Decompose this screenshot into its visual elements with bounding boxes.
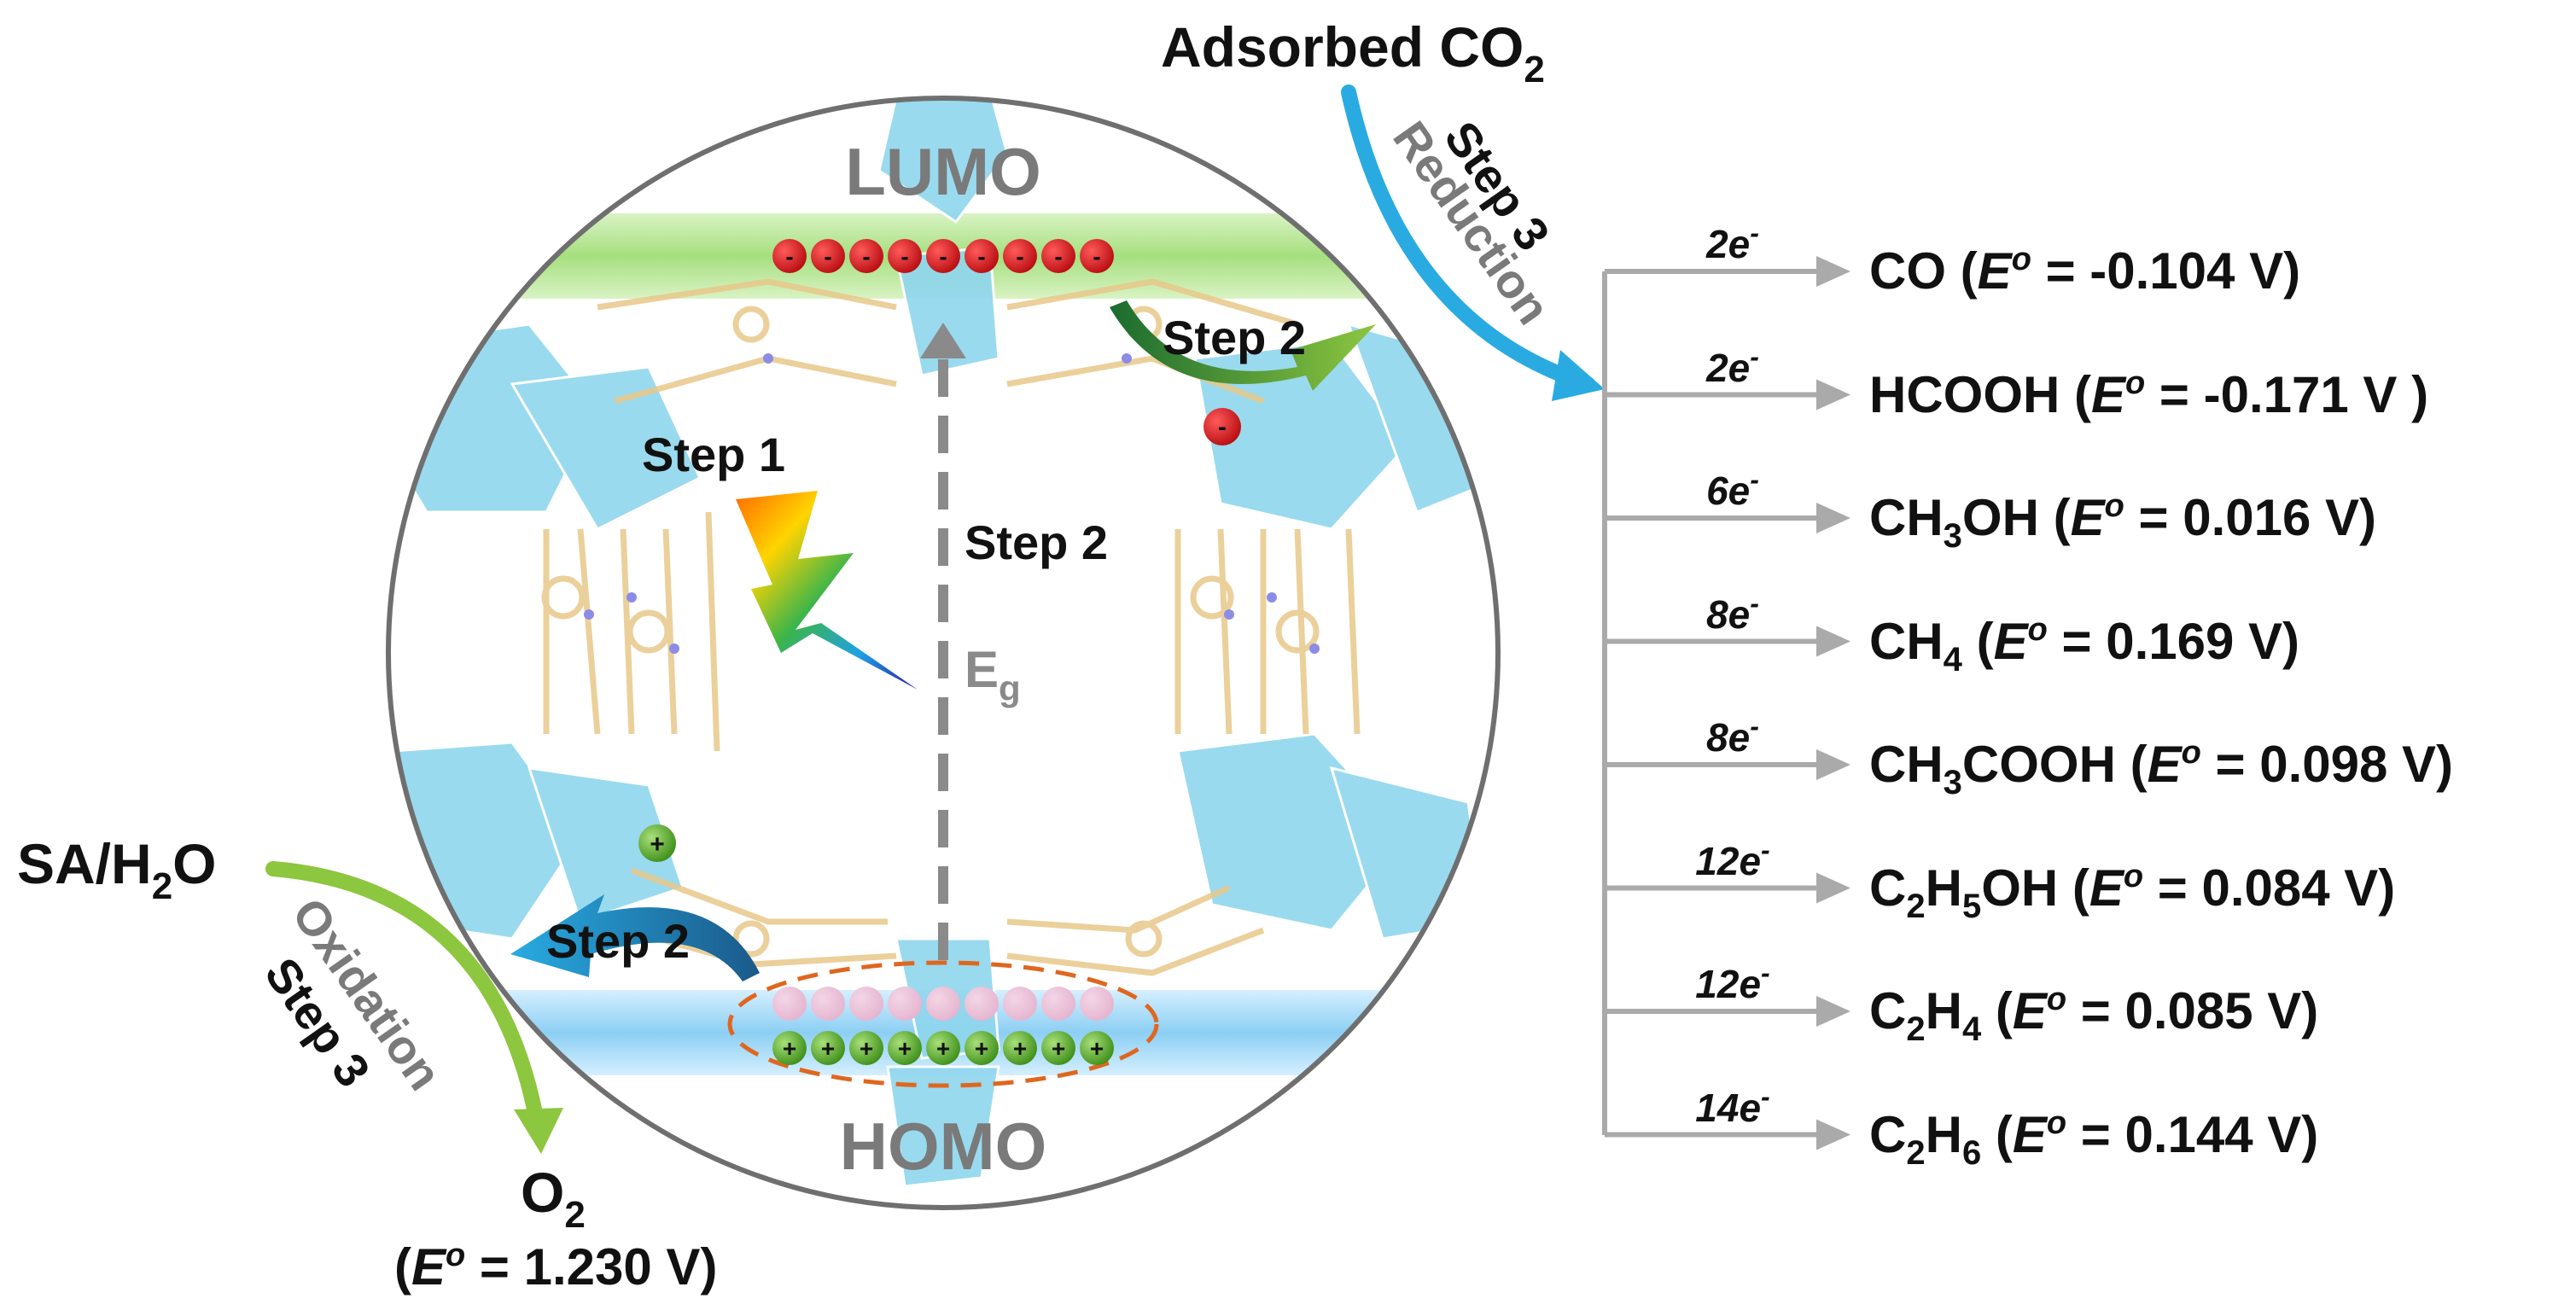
hole-migration-arrow: [510, 894, 760, 981]
particle-outline: [386, 96, 1501, 1210]
depleted-hole-icon: [1003, 987, 1037, 1021]
electron-row: ---------: [772, 239, 1114, 273]
product-label: C2H5OH (Eo = 0.084 V): [1869, 858, 2396, 925]
product-label: C2H6 (Eo = 0.144 V): [1869, 1104, 2319, 1172]
product-label: HCOOH (Eo = -0.171 V ): [1869, 364, 2429, 423]
hole-icon: [926, 1031, 960, 1065]
framework-nitrogen-atoms: [584, 353, 1320, 654]
product-label: CH3COOH (Eo = 0.098 V): [1869, 735, 2454, 801]
branch-arrowhead: [1816, 996, 1850, 1027]
adsorbed-co2-label: Adsorbed CO2: [1161, 15, 1545, 90]
hole-icon: [849, 1031, 883, 1065]
depleted-hole-icon: [849, 987, 883, 1021]
electron-icon: [1080, 239, 1114, 273]
sa-h2o-label: SA/H2O: [17, 832, 217, 907]
product-branch-lines: [1602, 256, 1850, 1150]
homo-label: HOMO: [840, 1109, 1047, 1184]
product-label: CO (Eo = -0.104 V): [1869, 242, 2301, 300]
oxidation-arrowhead: [514, 1108, 563, 1154]
hole-sign: +: [1013, 1035, 1027, 1062]
migrated-electron-icon: [1203, 408, 1241, 445]
depleted-hole-icon: [811, 987, 845, 1021]
electron-count-label: 2e-: [1706, 218, 1759, 266]
electron-icon: [811, 239, 845, 273]
lumo-label: LUMO: [845, 134, 1041, 209]
band-gap-arrowhead: [920, 323, 966, 358]
electron-icon: [1003, 239, 1037, 273]
hole-icon: [1041, 1031, 1075, 1065]
depleted-hole-icon: [888, 987, 922, 1021]
o2-product-label: O2: [521, 1161, 586, 1236]
hole-icon: [1080, 1031, 1114, 1065]
electron-count-label: 12e-: [1695, 834, 1770, 883]
electron-icon: [965, 239, 999, 273]
branch-arrowhead: [1816, 626, 1850, 657]
electron-sign: -: [862, 243, 870, 270]
migrated-hole-sign: +: [650, 830, 665, 859]
reduction-arrowhead: [1552, 350, 1605, 401]
electron-icon: [849, 239, 883, 273]
hole-icon: [811, 1031, 845, 1065]
electron-count-label: 8e-: [1706, 711, 1759, 760]
hole-icon: [965, 1031, 999, 1065]
depleted-hole-icon: [1041, 987, 1075, 1021]
hole-sign: +: [898, 1035, 912, 1062]
hole-icon: [1003, 1031, 1037, 1065]
electron-count-label: 2e-: [1706, 341, 1759, 390]
electron-sign: -: [785, 243, 793, 270]
depleted-hole-icon: [926, 987, 960, 1021]
branch-arrowhead: [1816, 749, 1850, 780]
step2-electron-label: Step 2: [1163, 311, 1306, 364]
hole-sign: +: [1052, 1035, 1065, 1062]
electron-sign: -: [1054, 243, 1062, 270]
product-label: CH4 (Eo = 0.169 V): [1869, 611, 2300, 678]
hole-sign: +: [783, 1035, 796, 1062]
electron-count-label: 14e-: [1695, 1080, 1770, 1130]
hole-sign: +: [1090, 1035, 1104, 1062]
depleted-hole-icon: [1080, 987, 1114, 1021]
hole-sign: +: [860, 1035, 873, 1062]
electron-count-label: 12e-: [1695, 958, 1770, 1006]
hole-icon: [888, 1031, 922, 1065]
product-label: C2H4 (Eo = 0.085 V): [1869, 981, 2319, 1048]
electron-sign: -: [1093, 243, 1100, 270]
o2-potential-label: (Eo = 1.230 V): [394, 1237, 718, 1296]
electron-icon: [1041, 239, 1075, 273]
electron-sign: -: [939, 243, 947, 270]
hole-sign: +: [936, 1035, 950, 1062]
hole-highlight-ellipse: [727, 960, 1159, 1088]
electron-count-label: 6e-: [1706, 464, 1759, 513]
electron-icon: [926, 239, 960, 273]
electron-icon: [888, 239, 922, 273]
hole-icon: [772, 1031, 807, 1065]
step1-label: Step 1: [642, 428, 785, 481]
step2-hole-label: Step 2: [546, 914, 690, 968]
electron-migration-arrow: [1110, 300, 1376, 391]
branch-arrowhead: [1816, 256, 1850, 287]
branch-arrowhead: [1816, 503, 1850, 533]
branch-arrowhead: [1816, 379, 1850, 411]
migrated-hole-icon: [638, 824, 676, 862]
hole-sign: +: [821, 1035, 835, 1062]
depleted-hole-icon: [965, 987, 999, 1021]
migrated-electron-sign: -: [1218, 413, 1227, 441]
electron-sign: -: [977, 243, 985, 270]
band-gap-label: Eg: [965, 641, 1021, 708]
electron-sign: -: [900, 243, 908, 270]
reduction-arrow: [1341, 84, 1595, 392]
hole-sign: +: [975, 1035, 988, 1062]
light-bolt-icon: [736, 491, 918, 690]
electron-count-label: 8e-: [1706, 587, 1759, 637]
step2-gap-label: Step 2: [965, 515, 1108, 569]
branch-arrowhead: [1816, 1119, 1850, 1150]
electron-sign: -: [1016, 243, 1023, 270]
depleted-hole-icon: [772, 987, 807, 1021]
oxidation-arrow: [265, 861, 545, 1134]
electron-icon: [772, 239, 807, 273]
branch-arrowhead: [1816, 872, 1850, 904]
electron-sign: -: [824, 243, 831, 270]
product-label: CH3OH (Eo = 0.016 V): [1869, 488, 2377, 555]
hole-row: + + + + + + + + +: [772, 987, 1114, 1065]
